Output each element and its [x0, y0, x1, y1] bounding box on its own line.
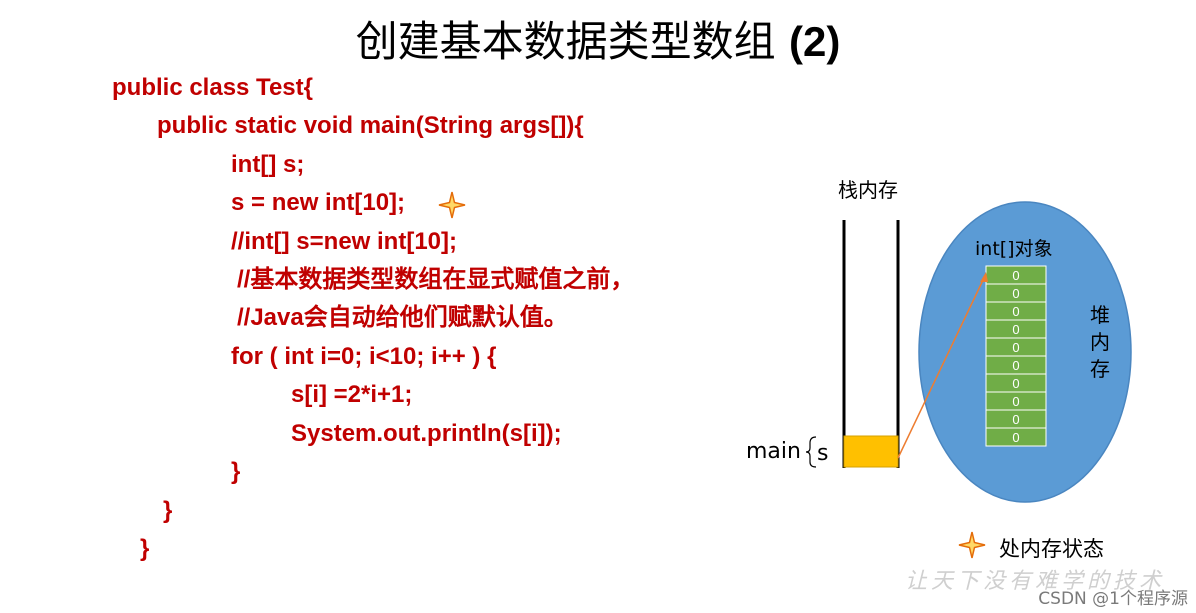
- code-line: //int[] s=new int[10];: [231, 228, 458, 255]
- main-frame-label: main: [746, 439, 801, 464]
- star-marker-icon: [438, 191, 466, 219]
- array-object-label: int[]对象: [975, 238, 1053, 260]
- var-s-label: s: [817, 441, 829, 466]
- code-line: System.out.println(s[i]);: [291, 420, 562, 447]
- code-line: }: [140, 535, 150, 562]
- reference-arrow: [897, 277, 985, 459]
- array-cell-value: 0: [1012, 340, 1019, 355]
- legend-text: 处内存状态: [999, 537, 1104, 561]
- array-cell-value: 0: [1012, 358, 1019, 373]
- array-cell-value: 0: [1012, 304, 1019, 319]
- array-cell: [985, 427, 1047, 447]
- code-line: public class Test{: [112, 74, 313, 101]
- var-s-box: [843, 435, 899, 468]
- array-cell-value: 0: [1012, 394, 1019, 409]
- array-cell-value: 0: [1012, 322, 1019, 337]
- code-line: int[] s;: [231, 151, 305, 178]
- code-line: //基本数据类型数组在显式赋值之前，: [237, 266, 635, 293]
- array-cell-value: 0: [1012, 286, 1019, 301]
- array-cell-value: 0: [1012, 376, 1019, 391]
- array-cell-value: 0: [1012, 268, 1019, 283]
- legend-star-icon: [958, 531, 986, 559]
- stack-label: 栈内存: [838, 178, 898, 202]
- code-line: public static void main(String args[]){: [157, 112, 584, 139]
- watermark: CSDN @1个程序源: [1038, 589, 1188, 609]
- arrow-head: [980, 272, 988, 282]
- title-main: 创建基本数据类型数组: [355, 17, 776, 66]
- array-cells: [985, 265, 1047, 447]
- heap-label: 堆内存: [1090, 303, 1110, 381]
- watermark-faint: 让天下没有难学的技术: [905, 569, 1166, 594]
- frame-brace: [805, 436, 817, 468]
- title-suffix: (2): [789, 18, 841, 65]
- array-cell-value: 0: [1012, 430, 1019, 445]
- array-cell-value: 0: [1012, 412, 1019, 427]
- code-line: //Java会自动给他们赋默认值。: [237, 304, 568, 331]
- memory-diagram: 0 0 0 0 0 0 0 0 0 0: [805, 201, 1132, 503]
- code-line: for ( int i=0; i<10; i++ ) {: [231, 343, 497, 370]
- code-line: }: [163, 497, 173, 524]
- code-line: s[i] =2*i+1;: [291, 381, 413, 408]
- code-line: s = new int[10];: [231, 189, 406, 216]
- code-line: }: [231, 458, 241, 485]
- page-title: 创建基本数据类型数组 (2): [0, 8, 1196, 69]
